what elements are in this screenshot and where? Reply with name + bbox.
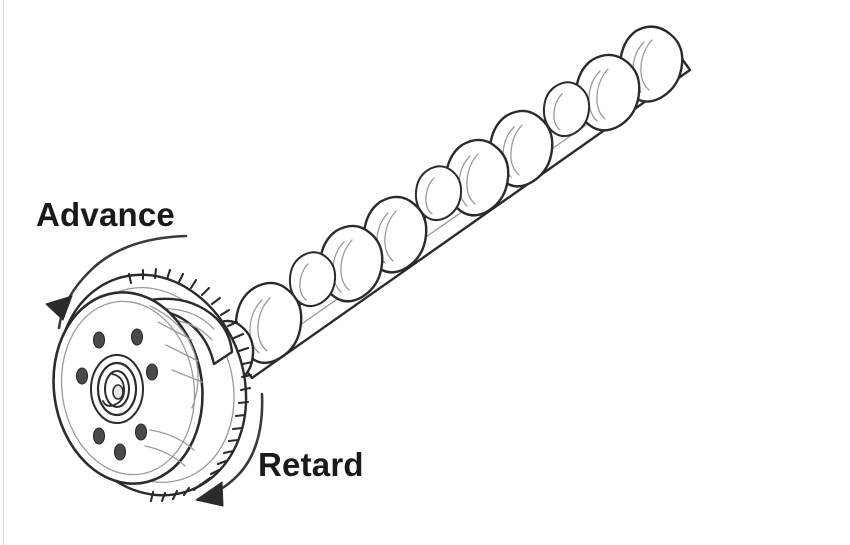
cam-lobe-7 [574,53,641,132]
retard-label: Retard [258,446,364,483]
retard-arrow [195,392,264,507]
advance-label: Advance [36,196,175,233]
timing-sprocket-group [52,267,254,503]
cam-journal-5 [542,81,591,137]
sprocket-bolt-holes [75,328,159,461]
cam-journal-3 [288,251,337,307]
camshaft-shaft-group [198,25,692,388]
sprocket-center-hub [90,354,144,424]
cam-journal-4 [414,165,463,221]
left-edge-rule [3,0,4,545]
sprocket-web-detail [144,305,203,467]
advance-arrow [45,234,188,330]
